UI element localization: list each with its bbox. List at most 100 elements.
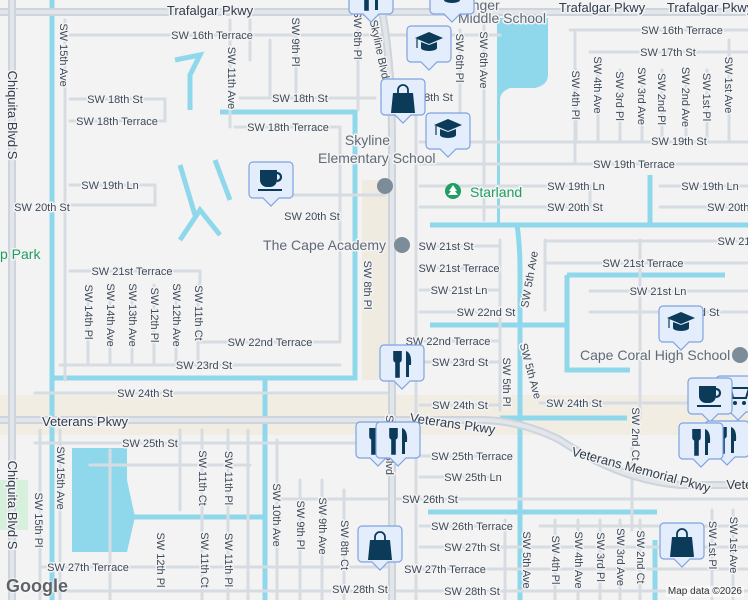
street-label: Trafalgar Pkwy: [167, 3, 254, 18]
street-label: SW 11th Ct: [196, 450, 208, 505]
street-label: SW 1st Pl: [706, 521, 718, 569]
street-label: SW 6th Pl: [453, 34, 465, 83]
street-label: SW 2nd Ct: [634, 530, 646, 583]
poi-label-starland[interactable]: Starland: [469, 183, 524, 202]
street-label: SW 8th Pl: [361, 261, 373, 310]
poi-label-park[interactable]: p Park: [0, 245, 43, 264]
poi-label-skyline[interactable]: Elementary School: [317, 149, 438, 168]
street-label: SW 21st Terrace: [418, 263, 499, 275]
street-label: SW 15th Ave: [57, 23, 69, 86]
street-label: SW 2nd Ct: [629, 407, 641, 460]
street-label: SW 18th St: [87, 94, 143, 106]
street-label: SW 14th Pl: [82, 284, 94, 339]
street-label: SW 10th Ave: [270, 483, 282, 546]
street-label: SW 11th Pl: [222, 533, 234, 587]
school-icon[interactable]: [732, 347, 748, 363]
street-label: SW 3rd Ave: [635, 67, 647, 125]
street-label: SW 19th Terrace: [593, 159, 675, 171]
poi-label-cape-academy[interactable]: The Cape Academy: [262, 236, 388, 255]
street-label: SW 3rd Pl: [594, 532, 606, 582]
street-label: SW 12th Pl: [148, 287, 160, 342]
street-label: SW 28th St: [444, 586, 500, 598]
poi-label-skyline[interactable]: Skyline: [343, 131, 391, 150]
street-label: SW 5th Ave: [520, 531, 532, 588]
street-label: SW 11th Ave: [225, 47, 237, 110]
street-label: SW 11th Ct: [198, 532, 210, 587]
street-label: SW 18th Terrace: [76, 116, 158, 128]
poi-label-challenger[interactable]: Middle School: [457, 9, 548, 28]
street-label: SW 21st St: [418, 241, 473, 253]
street-label: SW 11th Pl: [222, 451, 234, 505]
street-label: SW 15th Ave: [54, 446, 66, 509]
street-label: SW 5th Pl: [500, 358, 512, 407]
street-label: SW 22nd Terrace: [228, 337, 313, 349]
street-label: SW 12th Ave: [170, 283, 182, 346]
street-label: SW 25th St: [122, 438, 178, 450]
street-label: SW 28th St: [332, 584, 388, 596]
street-label: SW 1st Ave: [722, 57, 734, 114]
street-label: SW 3rd Pl: [613, 71, 625, 121]
street-label: SW 9th Ave: [316, 497, 328, 554]
street-label: SW 21st St: [717, 236, 748, 248]
street-label: SW 24th St: [546, 398, 602, 410]
tree-icon: [448, 185, 458, 195]
map-attribution[interactable]: Map data ©2026: [665, 586, 744, 597]
street-label: SW 19th St: [651, 136, 707, 148]
street-label: SW 17th St: [640, 47, 696, 59]
street-label: SW 27th Terrace: [47, 562, 129, 574]
street-label: SW 9th Pl: [294, 501, 306, 550]
street-label: SW 24th St: [117, 388, 173, 400]
street-label: SW 21st Ln: [431, 285, 488, 297]
street-label: SW 21st Ln: [630, 286, 687, 298]
street-label: SW 15th Pl: [32, 492, 44, 547]
street-label: SW 20th St: [707, 202, 748, 214]
street-labels-vertical: Chiquita Blvd S Chiquita Blvd S SW 15th …: [4, 9, 741, 590]
street-label: SW 22nd St: [457, 307, 516, 319]
street-label: SW 13th Ave: [126, 283, 138, 346]
street-label: SW 19th Ln: [81, 180, 138, 192]
street-label: SW 16th Terrace: [641, 25, 723, 37]
street-label: SW 8th Pl: [351, 11, 363, 60]
water: [49, 0, 748, 600]
street-label: SW 27th St: [444, 542, 500, 554]
street-label: SW 19th Ln: [547, 181, 604, 193]
street-label: Veterans: [726, 477, 748, 492]
street-label: SW 4th Pl: [549, 536, 561, 585]
street-label: SW 4th Ave: [591, 56, 603, 113]
google-logo[interactable]: Google: [6, 576, 68, 596]
street-label: SW 18th St: [272, 93, 328, 105]
street-label: SW 25th Ln: [444, 472, 501, 484]
street-label: SW 23rd St: [176, 360, 232, 372]
street-label: Chiquita Blvd S: [5, 71, 20, 160]
street-label: SW 2nd Pl: [655, 73, 667, 125]
minor-roads: [33, 18, 748, 600]
street-label: Veterans Pkwy: [42, 414, 128, 429]
street-label: SW 23rd St: [432, 357, 488, 369]
street-label: SW 12th Pl: [154, 532, 166, 587]
street-label: SW 24th St: [432, 400, 488, 412]
street-label: SW 21st Terrace: [91, 266, 172, 278]
street-label: SW 9th Pl: [289, 18, 301, 67]
street-label: Trafalgar Pkwy: [559, 0, 646, 15]
street-label: SW 27th Terrace: [404, 564, 486, 576]
street-label: SW 1st Ave: [727, 517, 739, 574]
school-icon[interactable]: [377, 178, 393, 194]
street-label: SW 4th Ave: [572, 531, 584, 588]
street-label: SW 14th Ave: [104, 283, 116, 346]
street-label: SW 25th Terrace: [431, 451, 513, 463]
street-label: SW 18th Terrace: [247, 122, 329, 134]
street-label: SW 22nd Terrace: [406, 336, 491, 348]
street-label: SW 11th Ct: [192, 285, 204, 340]
street-label: SW 26th St: [402, 494, 458, 506]
street-label: SW 6th Ave: [477, 31, 489, 88]
street-label: SW 26th Terrace: [431, 521, 513, 533]
street-label: Chiquita Blvd S: [5, 461, 20, 550]
street-label: SW 4th Pl: [569, 71, 581, 120]
street-label: SW 20th St: [547, 202, 603, 214]
street-label: SW 8th Ct: [338, 520, 350, 570]
poi-label-cape-coral-high[interactable]: Cape Coral High School: [579, 346, 732, 365]
school-icon[interactable]: [394, 237, 410, 253]
street-label: SW 19th Ln: [681, 181, 738, 193]
street-label: SW 21st Terrace: [602, 258, 683, 270]
